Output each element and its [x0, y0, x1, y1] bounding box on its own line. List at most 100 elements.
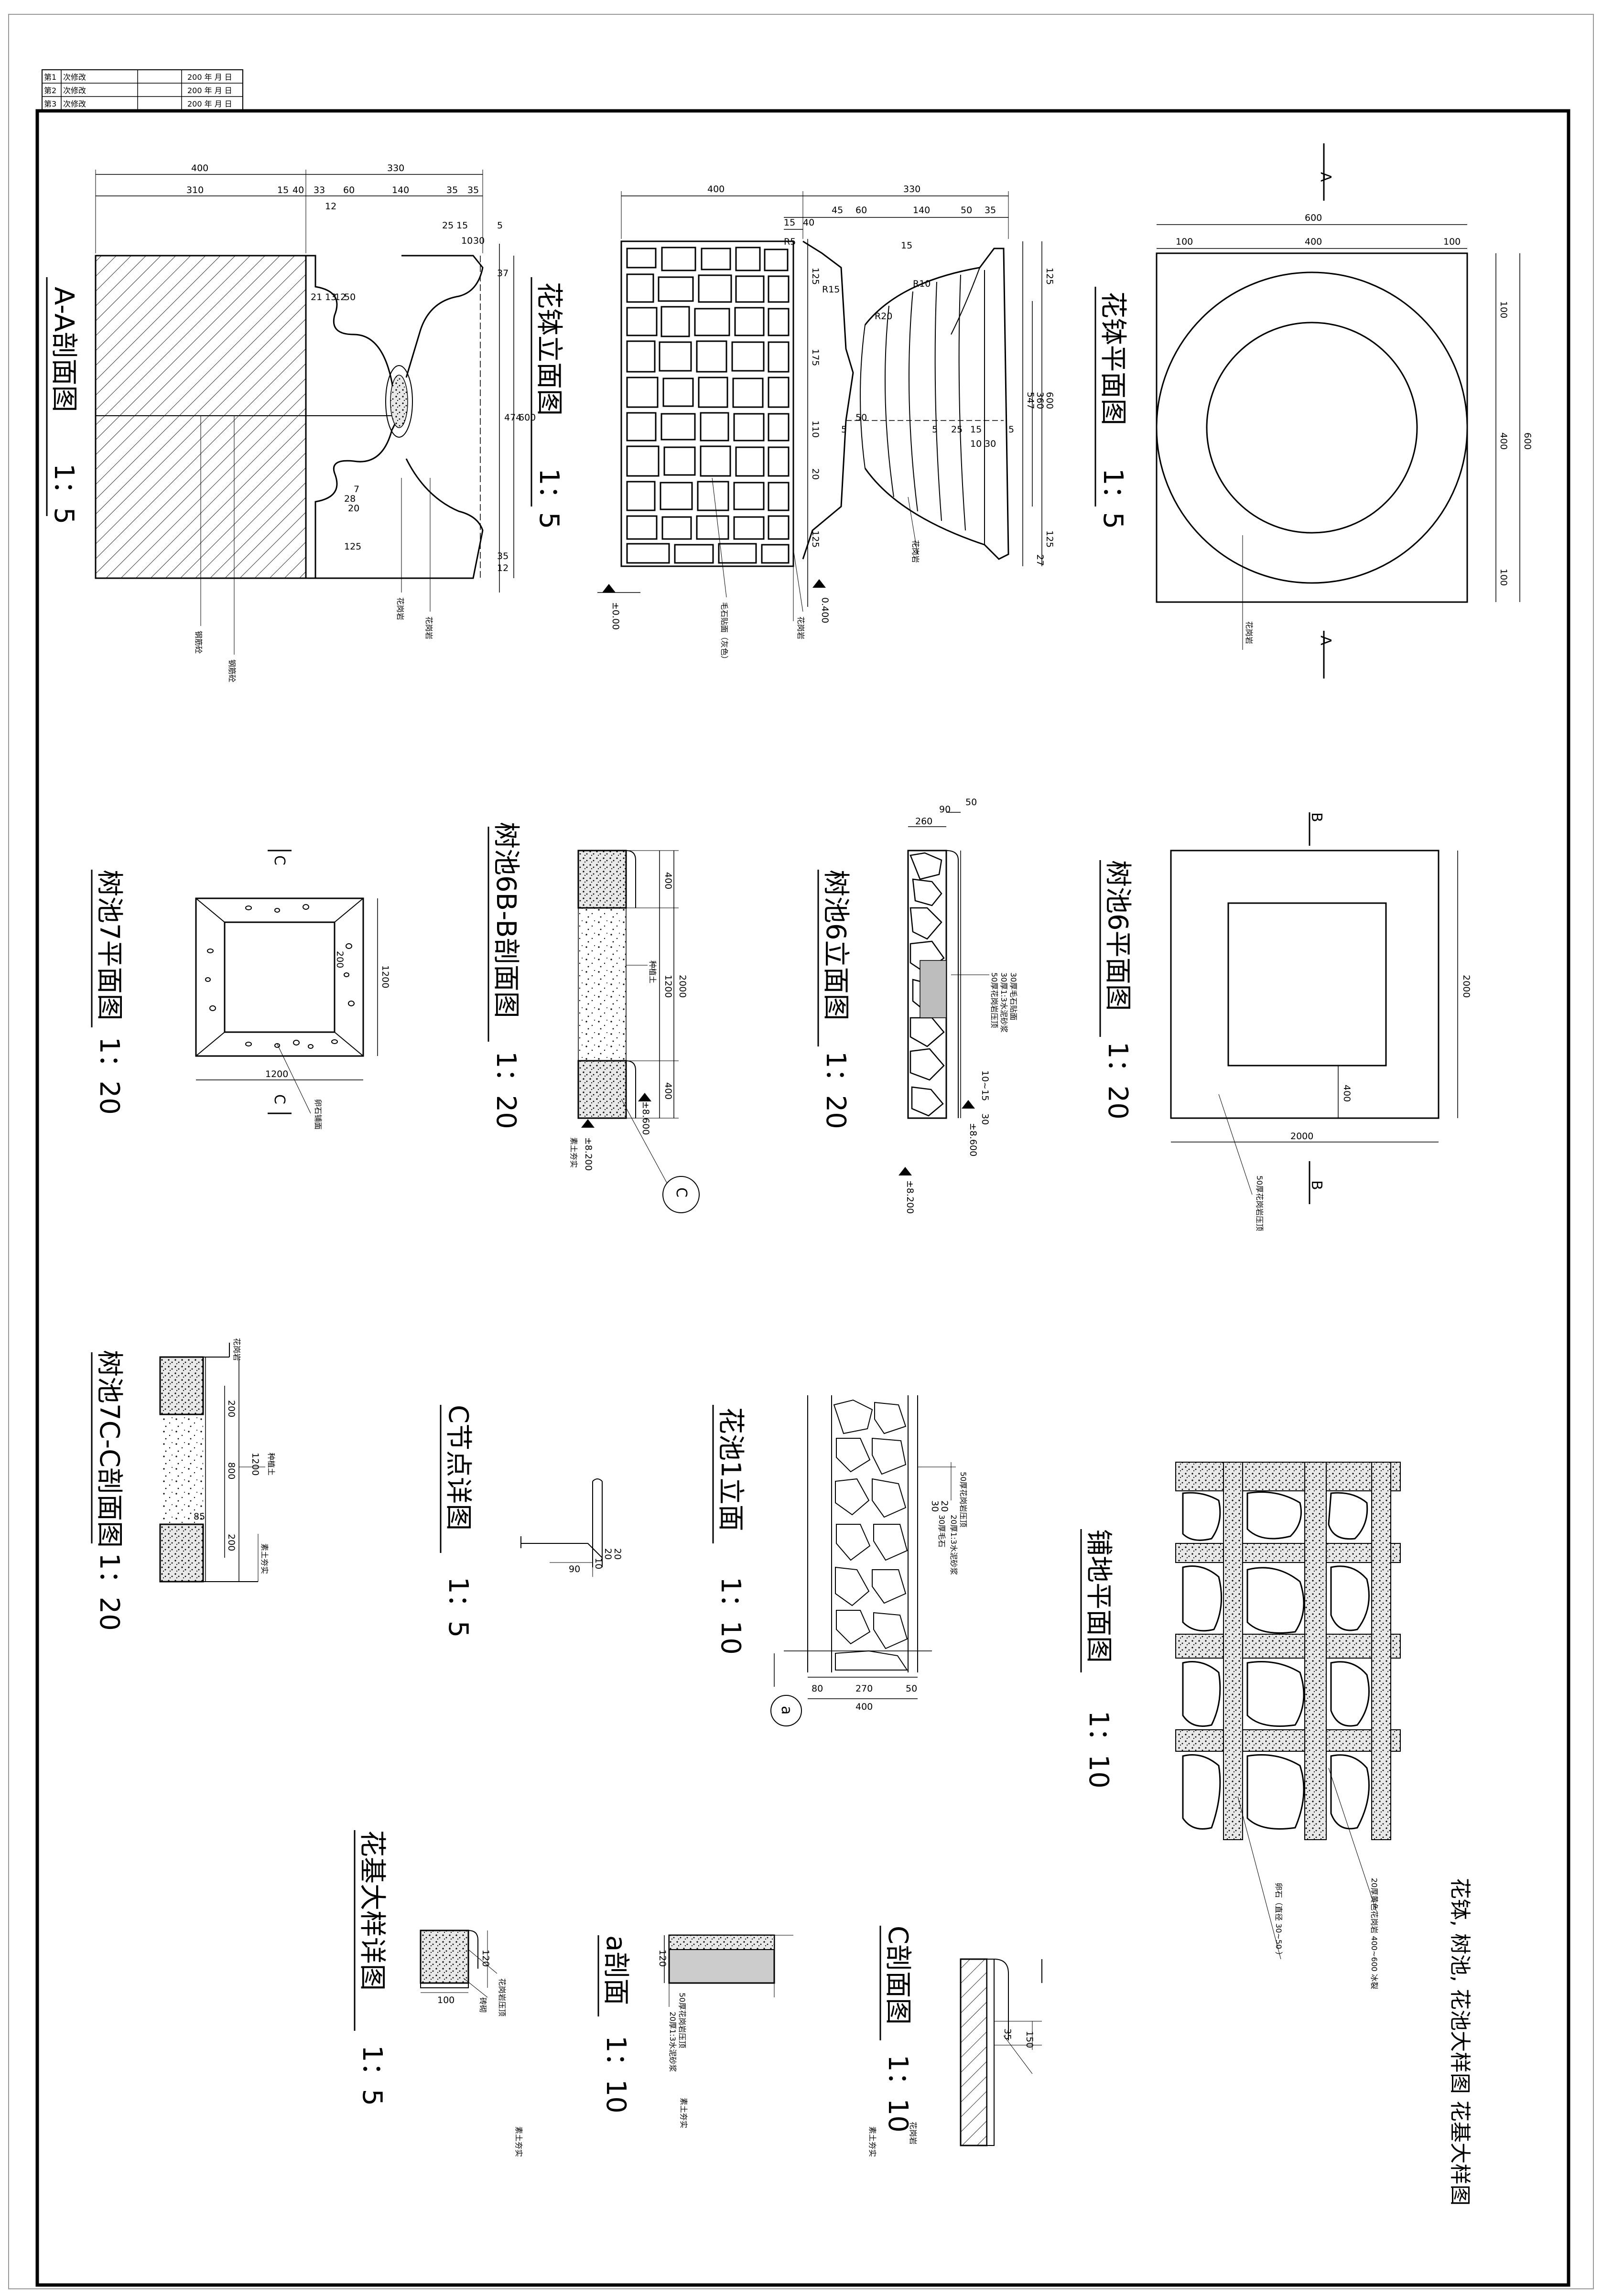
tree-pit-6-plan-scale: 1：20 [1102, 1042, 1133, 1120]
c-node-dims: 90 20 20 10 [569, 1548, 623, 1574]
pp-note-2: 卵石（直径 30~50 ） [1274, 1883, 1283, 1959]
tp6e-dim-4: 10~15 [980, 1070, 990, 1101]
revision-table: 第1 次修改 200 年 月 日 第2 次修改 200 年 月 日 第3 次修改… [42, 69, 243, 110]
ve-misc-3: R20 [875, 311, 892, 322]
tp6e-note-2: 30厚1:3水泥砂浆 [999, 972, 1008, 1033]
paving-plan-notes: 20厚黄色花岗岩 400~600 冰裂 卵石（直径 30~50 ） [1274, 1878, 1379, 1989]
rev-row-2-date: 200 年 月 日 [187, 86, 232, 95]
ve-dim-right-3: 547 [1025, 392, 1036, 409]
paving-plan-scale: 1：10 [1083, 1711, 1114, 1789]
fb1-note-3: 30厚毛石 [937, 1515, 946, 1547]
rev-row-3-date: 200 年 月 日 [187, 99, 232, 108]
ve-misc-9: 25 [951, 424, 963, 435]
tp7p-dim-2: 1200 [380, 965, 390, 988]
aa-section-drawing [95, 170, 514, 655]
vp-dim-r-2: 400 [1498, 432, 1509, 450]
ve-note-2: 花岗岩 [796, 616, 805, 639]
aa-dim-s-12: 20 [348, 503, 359, 514]
vase-plan-title: 花钵平面图 [1097, 291, 1128, 425]
cn-dim-2: 20 [603, 1548, 613, 1560]
tp6b-note-1: 种植土 [648, 960, 657, 983]
c-node-title: C节点详图 [443, 1405, 474, 1531]
paving-plan-drawing [1175, 1457, 1401, 1960]
vp-note-1: 花岗岩 [1245, 621, 1254, 644]
tp7p-note-1: 卵石铺面 [314, 1099, 323, 1130]
ve-dim-left-4: 20 [810, 468, 821, 480]
fb1-detail-callout: a [778, 1706, 795, 1714]
rev-row-3-no: 第3 [44, 99, 56, 108]
tp6b-note-2: 素土夯实 [569, 1137, 578, 1168]
fb1-dim-r-2: 30 [930, 1500, 940, 1512]
ve-dim-2-6: 50 [961, 205, 972, 216]
ve-dim-left-5: 125 [810, 530, 821, 548]
tp6b-dim-4: 400 [663, 1082, 673, 1099]
tree-pit-7c-section-drawing [159, 1343, 265, 1583]
c-section-dims: 150 35 花岗岩 素土夯实 [868, 2028, 1035, 2157]
ve-dim-right-1: 125 [1044, 268, 1055, 285]
aa-note-4: 花岗岩 [424, 616, 433, 639]
aa-dim-2-4: 33 [314, 185, 325, 195]
ve-dim-2-5: 140 [913, 205, 930, 216]
ve-misc-6: 5 [841, 424, 847, 435]
aa-dim-s-11: 28 [344, 494, 356, 504]
tp7c-dim-1: 200 [226, 1400, 237, 1417]
aa-dim-s-14: 37 [497, 268, 509, 279]
rev-row-2-no: 第2 [44, 86, 56, 95]
tp6b-dim-2: 1200 [663, 975, 673, 998]
aa-dim-2-3: 40 [292, 185, 304, 195]
ve-misc-2: R15 [822, 284, 840, 295]
aa-note-3: 花岗岩 [396, 597, 405, 620]
ve-dim-2-3: 45 [832, 205, 843, 216]
ve-dim-2-2: 40 [803, 217, 814, 228]
ve-misc-4: R10 [913, 279, 931, 289]
aa-dim-top-2: 330 [387, 163, 404, 173]
tree-pit-6-elevation-drawing [898, 812, 989, 1175]
fbd-note-2: 砖砌 [478, 1997, 487, 2013]
aa-note-2: 钢筋砼 [227, 659, 237, 682]
flower-base-detail-drawing [420, 1930, 498, 1998]
vp-dim-top-1: 600 [1305, 213, 1322, 223]
tree-pit-6b-section-dims: 400 1200 2000 400 ±8.600 ±8.200 C 种植土 素土… [569, 872, 690, 1197]
tp7c-dim-5: 200 [226, 1534, 237, 1551]
tp7c-note-3: 素土夯实 [260, 1543, 269, 1574]
tree-pit-7-plan-title: 树池7平面图 [94, 870, 125, 1021]
c-section-scale: 1：10 [882, 2055, 913, 2133]
tp6e-level-2: ±8.200 [905, 1180, 915, 1214]
vase-plan-dims: 600 100 400 100 100 400 600 100 花岗岩 A A [1176, 172, 1533, 646]
tree-pit-6b-section-scale: 1：20 [490, 1051, 521, 1129]
rev-row-3-desc: 次修改 [63, 99, 86, 108]
vp-dim-top-3: 400 [1305, 237, 1322, 247]
tree-pit-7-plan-dims: 1200 1200 200 卵石铺面 C C [265, 855, 390, 1130]
aa-dim-s-9: 12 [335, 292, 346, 302]
fbd-dim-2: 100 [437, 1995, 455, 2005]
tree-pit-6-elevation-title: 树池6立面图 [820, 870, 851, 1021]
aa-dim-s-15: 35 [497, 551, 509, 561]
aa-dim-s-7: 21 [311, 292, 322, 302]
rev-row-2-desc: 次修改 [63, 86, 86, 95]
fb1-dim-1: 80 [812, 1683, 823, 1694]
aa-dim-2-8: 35 [467, 185, 479, 195]
tp6e-dim-3: 260 [915, 816, 932, 827]
c-section-drawing [960, 1958, 1042, 2146]
aa-dim-s-10: 50 [344, 292, 356, 302]
ve-level-1: ±0.00 [610, 602, 621, 630]
tree-pit-7c-section-scale: 1：20 [94, 1553, 125, 1631]
as-note-3: 素土夯实 [679, 2098, 688, 2128]
ve-dim-2-4: 60 [855, 205, 867, 216]
tp6e-note-3: 30厚毛石贴面 [1009, 972, 1018, 1020]
aa-ornament [385, 365, 413, 438]
fb1-dim-2: 270 [855, 1683, 873, 1694]
ve-misc-12: 30 [985, 439, 996, 449]
aa-dim-s-13: 7 [354, 484, 359, 495]
aa-note-1: 钢筋砼 [194, 631, 203, 654]
cn-dim-1: 90 [569, 1564, 580, 1574]
ve-dim-2-1: 15 [784, 217, 795, 228]
rev-row-1-desc: 次修改 [63, 73, 86, 82]
vp-section-mark-bottom: A [1317, 636, 1334, 646]
vase-elevation-scale: 1：5 [533, 468, 564, 529]
vase-plan-drawing [1156, 143, 1520, 679]
tp6p-dim-2: 2000 [1461, 975, 1472, 998]
tp6p-section-mark-bottom: B [1308, 1180, 1325, 1190]
tp6b-detail-callout: C [673, 1187, 690, 1197]
